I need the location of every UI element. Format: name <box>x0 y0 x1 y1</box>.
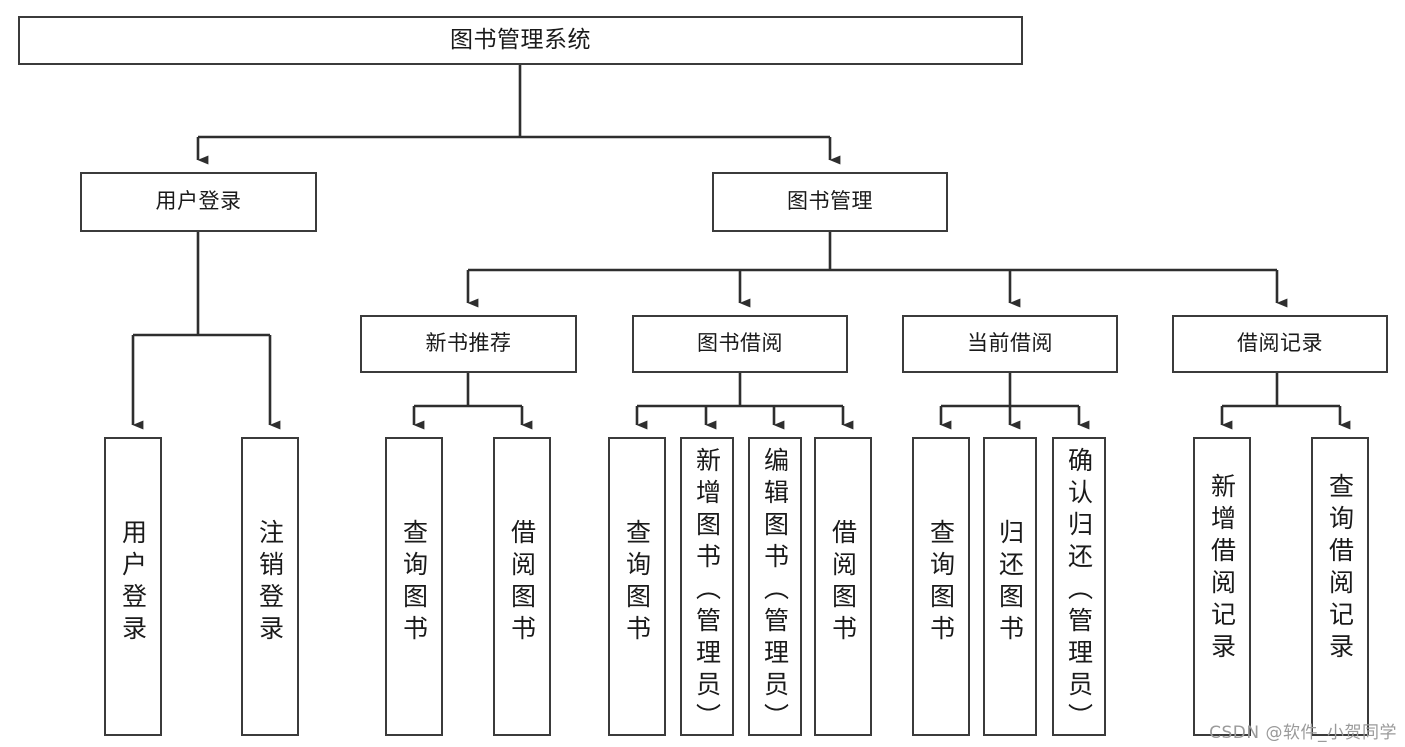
leaf-record-add-record[interactable]: 新增借阅记录 <box>1193 437 1251 736</box>
leaf-borrow-borrow-book[interactable]: 借阅图书 <box>814 437 872 736</box>
leaf-record-query-record[interactable]: 查询借阅记录 <box>1311 437 1369 736</box>
leaf-current-return-book[interactable]: 归还图书 <box>983 437 1037 736</box>
node-label: 新增图书（管理员） <box>692 447 722 735</box>
node-book-management[interactable]: 图书管理 <box>712 172 948 232</box>
node-label: 用户登录 <box>118 519 148 647</box>
node-label: 借阅记录 <box>1237 331 1323 356</box>
node-label: 图书管理系统 <box>450 27 591 54</box>
leaf-user-login-login[interactable]: 用户登录 <box>104 437 162 736</box>
node-label: 借阅图书 <box>507 519 537 647</box>
node-borrow-record[interactable]: 借阅记录 <box>1172 315 1388 373</box>
leaf-borrow-edit-book[interactable]: 编辑图书（管理员） <box>748 437 802 736</box>
node-label: 借阅图书 <box>828 519 858 647</box>
node-label: 查询图书 <box>926 519 956 647</box>
node-label: 查询借阅记录 <box>1325 473 1355 665</box>
node-label: 当前借阅 <box>967 331 1053 356</box>
node-label: 查询图书 <box>622 519 652 647</box>
node-label: 新增借阅记录 <box>1207 473 1237 665</box>
node-label: 确认归还（管理员） <box>1064 447 1094 735</box>
node-label: 归还图书 <box>995 519 1025 647</box>
leaf-current-query-book[interactable]: 查询图书 <box>912 437 970 736</box>
node-label: 编辑图书（管理员） <box>760 447 790 735</box>
leaf-new-book-borrow[interactable]: 借阅图书 <box>493 437 551 736</box>
node-label: 注销登录 <box>255 519 285 647</box>
node-root-system[interactable]: 图书管理系统 <box>18 16 1023 65</box>
leaf-borrow-query-book[interactable]: 查询图书 <box>608 437 666 736</box>
node-book-borrow[interactable]: 图书借阅 <box>632 315 848 373</box>
leaf-current-confirm-return[interactable]: 确认归还（管理员） <box>1052 437 1106 736</box>
leaf-new-book-query[interactable]: 查询图书 <box>385 437 443 736</box>
node-label: 查询图书 <box>399 519 429 647</box>
node-label: 新书推荐 <box>425 331 512 356</box>
leaf-borrow-add-book[interactable]: 新增图书（管理员） <box>680 437 734 736</box>
node-current-borrow[interactable]: 当前借阅 <box>902 315 1118 373</box>
node-label: 图书管理 <box>787 189 873 214</box>
node-label: 图书借阅 <box>697 331 783 356</box>
node-label: 用户登录 <box>155 189 242 214</box>
csdn-watermark: CSDN @软件_小贺同学 <box>1209 723 1397 743</box>
node-new-book-recommend[interactable]: 新书推荐 <box>360 315 577 373</box>
node-user-login[interactable]: 用户登录 <box>80 172 317 232</box>
leaf-user-login-logout[interactable]: 注销登录 <box>241 437 299 736</box>
